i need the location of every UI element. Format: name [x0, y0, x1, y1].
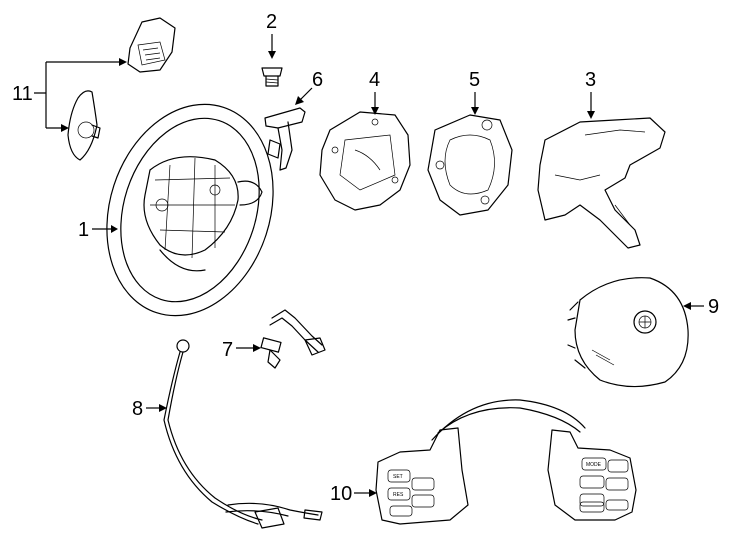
bracket-icon: [319, 111, 411, 211]
callout-10-label: 10: [330, 483, 352, 505]
callout-2-label: 2: [266, 11, 277, 33]
callout-8: 8: [132, 398, 167, 420]
callout-1: 1: [78, 219, 118, 241]
callout-11: 11: [12, 58, 127, 132]
callout-8-label: 8: [132, 398, 143, 420]
retainer-icon: [264, 107, 306, 171]
callout-7: 7: [222, 339, 261, 361]
callout-10: 10: [330, 483, 377, 505]
mode-button-label: MODE: [586, 462, 602, 468]
ground-strap-icon: [163, 339, 323, 529]
trim-cover-icon: [537, 117, 666, 249]
callout-9-label: 9: [708, 296, 719, 318]
callout-3-label: 3: [585, 69, 596, 91]
paddle-shifter-icon: [67, 17, 176, 161]
res-button-label: RES: [393, 492, 404, 498]
callout-5-label: 5: [469, 69, 480, 91]
steering-wheel-icon: [106, 103, 274, 317]
callout-4-label: 4: [369, 69, 380, 91]
bolt-icon: [261, 67, 283, 87]
callout-6: 6: [295, 69, 323, 105]
callout-11-label: 11: [12, 83, 33, 105]
callout-7-label: 7: [222, 339, 233, 361]
callout-9: 9: [683, 296, 719, 318]
wire-harness-icon: [260, 309, 326, 369]
clock-spring-icon: [427, 114, 513, 216]
callout-6-label: 6: [312, 69, 323, 91]
switch-panel-icon: SET RES MODE: [375, 399, 637, 525]
callout-3: 3: [585, 69, 596, 119]
set-button-label: SET: [393, 474, 403, 480]
callout-5: 5: [469, 69, 480, 115]
callout-4: 4: [369, 69, 380, 115]
callout-1-label: 1: [78, 219, 89, 241]
callout-2: 2: [266, 11, 277, 59]
airbag-module-icon: [567, 277, 689, 388]
